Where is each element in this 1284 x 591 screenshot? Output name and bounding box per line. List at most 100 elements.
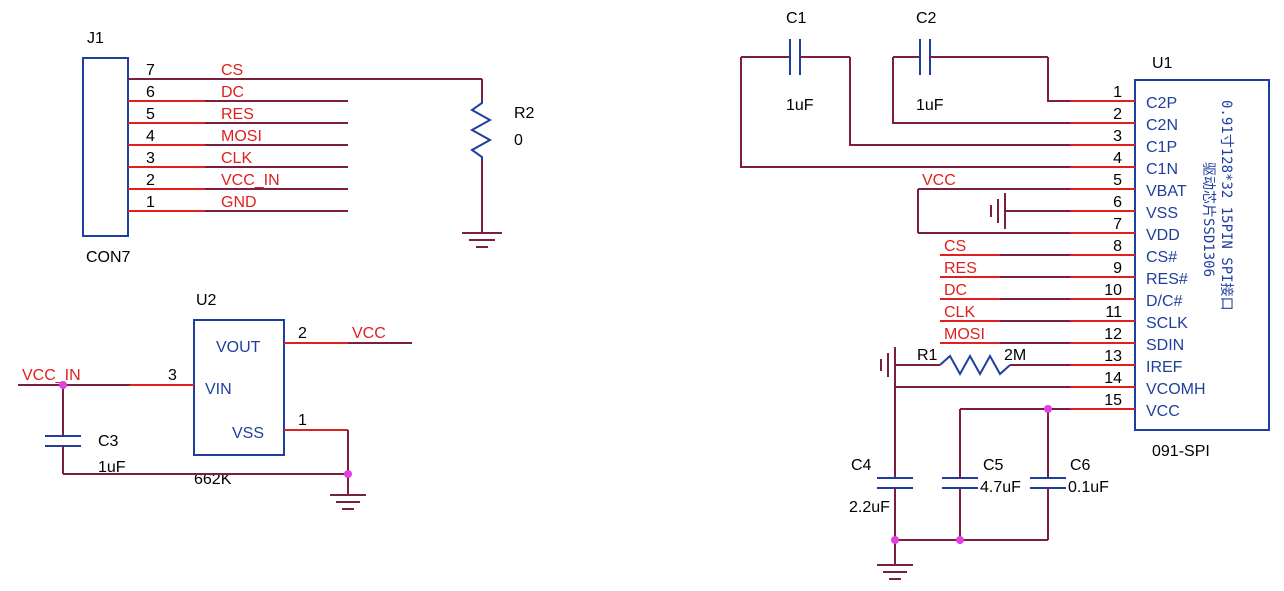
u1-net-cs: CS [944, 238, 966, 255]
u2-pin-num: 3 [168, 367, 177, 384]
u2-pin-name: VOUT [216, 339, 261, 356]
u2-ref: U2 [196, 292, 217, 309]
u1-oled-module: U1 091-SPI 0.91寸128*32 15PIN SPI接口 驱动芯片S… [740, 55, 1270, 580]
u1-pin-num: 12 [1104, 326, 1122, 343]
u2-part: 662K [194, 471, 232, 488]
u1-net-dc: DC [944, 282, 967, 299]
ground-icon [330, 494, 366, 510]
c6-ref: C6 [1070, 457, 1091, 474]
j1-pin-num: 5 [146, 106, 155, 123]
u1-desc-line2: 驱动芯片SSD1306 [1200, 162, 1216, 277]
u1-pin-name: VCOMH [1146, 381, 1206, 398]
u1-pin-name: D/C# [1146, 293, 1183, 310]
j1-part: CON7 [86, 249, 131, 266]
u2-net-out: VCC [352, 325, 386, 342]
u1-pin-num: 7 [1113, 216, 1122, 233]
u2-regulator: U2 662K VOUT VIN VSS 2 VCC 3 VCC_IN 1 [18, 292, 412, 510]
j1-body [82, 57, 129, 237]
u1-desc-line1: 0.91寸128*32 15PIN SPI接口 [1218, 100, 1235, 311]
u1-pin-num: 13 [1104, 348, 1122, 365]
c4-capacitor: C4 2.2uF [849, 383, 1070, 540]
r2-value: 0 [514, 132, 523, 149]
u1-pin-num: 6 [1113, 194, 1122, 211]
u1-pin-name: C1N [1146, 161, 1178, 178]
j1-net-label: MOSI [221, 128, 262, 145]
u1-pin-name: VCC [1146, 403, 1180, 420]
j1-pin-lines [128, 78, 482, 212]
u1-pin-num: 1 [1113, 84, 1122, 101]
j1-net-label: RES [221, 106, 254, 123]
c1-ref: C1 [786, 10, 807, 27]
u1-net-vbat: VCC [922, 172, 956, 189]
u1-pin-name: C2P [1146, 95, 1177, 112]
c1-value: 1uF [786, 97, 814, 114]
junction-dot [59, 381, 67, 389]
u2-pin-num: 1 [298, 412, 307, 429]
ground-icon [880, 347, 896, 383]
j1-ref: J1 [87, 30, 104, 47]
r2-ref: R2 [514, 105, 535, 122]
c2-capacitor: C2 1uF [893, 10, 1048, 114]
r1-resistor: R1 2M [880, 347, 1070, 383]
c5-ref: C5 [983, 457, 1004, 474]
r2-resistor: R2 0 [462, 79, 535, 248]
j1-pin-num: 1 [146, 194, 155, 211]
u1-cap-routing [740, 57, 1070, 168]
c3-ref: C3 [98, 433, 119, 450]
c2-value: 1uF [916, 97, 944, 114]
u1-pin-name: VDD [1146, 227, 1180, 244]
u1-net-res: RES [944, 260, 977, 277]
j1-pin-num: 2 [146, 172, 155, 189]
j1-pin-num: 7 [146, 62, 155, 79]
u2-net-in: VCC_IN [22, 367, 81, 384]
junction-dot [891, 536, 899, 544]
u1-pin-num: 15 [1104, 392, 1122, 409]
u1-pin-num: 11 [1105, 304, 1122, 321]
c4-ref: C4 [851, 457, 872, 474]
u1-pin-num: 8 [1113, 238, 1122, 255]
r1-ref: R1 [917, 347, 938, 364]
u1-pin-name: CS# [1146, 249, 1177, 266]
u2-pin-num: 2 [298, 325, 307, 342]
u1-pin-name: C2N [1146, 117, 1178, 134]
c2-ref: C2 [916, 10, 937, 27]
j1-net-label: DC [221, 84, 244, 101]
u1-pin-num: 5 [1113, 172, 1122, 189]
ground-icon [462, 232, 502, 248]
u2-pin-name: VIN [205, 381, 232, 398]
c3-capacitor: C3 1uF [45, 381, 352, 478]
u1-pin-name: VSS [1146, 205, 1178, 222]
ground-icon [990, 193, 1006, 229]
u2-body [193, 319, 285, 456]
junction-dot [344, 470, 352, 478]
u1-pin-name: SCLK [1146, 315, 1188, 332]
u1-pin-name: RES# [1146, 271, 1188, 288]
u1-pin-num: 10 [1104, 282, 1122, 299]
j1-net-label: CS [221, 62, 243, 79]
j1-net-label: VCC_IN [221, 172, 280, 189]
u1-pin-stubs [1070, 100, 1135, 410]
junction-dot [1044, 405, 1052, 413]
c6-value: 0.1uF [1068, 479, 1109, 496]
j1-pin-num: 6 [146, 84, 155, 101]
u1-pin-num: 2 [1113, 106, 1122, 123]
c3-value: 1uF [98, 459, 126, 476]
j1-pin-num: 4 [146, 128, 155, 145]
u1-pin-name: IREF [1146, 359, 1183, 376]
ground-icon [877, 564, 913, 580]
c4-value: 2.2uF [849, 499, 890, 516]
u2-pin-name: VSS [232, 425, 264, 442]
c6-capacitor: C6 0.1uF [1030, 409, 1109, 540]
j1-connector: J1 CON7 7 6 5 4 3 2 1 CS DC RES MOSI [82, 30, 482, 266]
j1-net-label: CLK [221, 150, 252, 167]
u1-pin-name: C1P [1146, 139, 1177, 156]
c5-capacitor: C5 4.7uF [942, 408, 1070, 540]
c5-value: 4.7uF [980, 479, 1021, 496]
u1-power-routing: VCC [917, 172, 1070, 234]
u1-ref: U1 [1152, 55, 1173, 72]
j1-pin-num: 3 [146, 150, 155, 167]
u1-pin-name: SDIN [1146, 337, 1184, 354]
junction-dot [956, 536, 964, 544]
u1-pin-num: 9 [1113, 260, 1122, 277]
